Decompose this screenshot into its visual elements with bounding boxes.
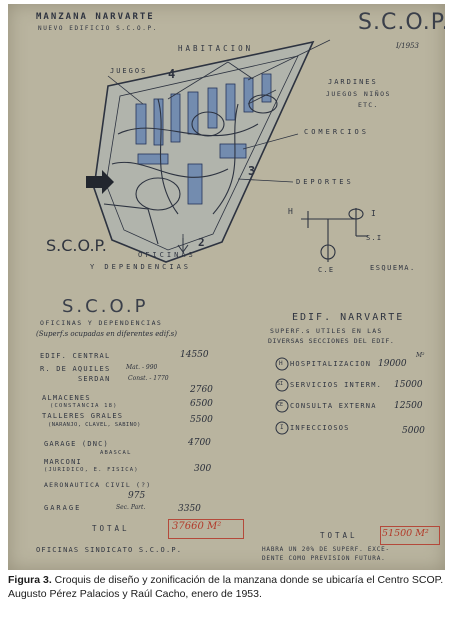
row-almacenes-value: 6500 (190, 399, 213, 409)
zone-4: 4 (168, 67, 177, 81)
mark-i: I (280, 424, 284, 431)
left-table-heading: S.C.O.P (62, 296, 149, 317)
row-garage-sec-sub: Sec. Part. (116, 504, 146, 511)
right-row-marks (275, 357, 289, 435)
row-garage-dnc-value: 4700 (188, 438, 211, 448)
sheet-subtitle: NUEVO EDIFICIO S.C.O.P. (38, 25, 158, 32)
right-total-value: 51500 M² (382, 528, 429, 539)
zone-3: 3 (248, 164, 257, 178)
label-comercios: COMERCIOS (304, 128, 369, 136)
row-infecciosos-value: 5000 (402, 426, 425, 436)
row-infecciosos: INFECCIOSOS (290, 424, 350, 432)
right-table-heading: EDIF. NARVARTE (292, 312, 405, 323)
right-total-box (380, 526, 440, 545)
stamp-date: I/1953 (396, 42, 419, 50)
row-aquiles-sub: Mat. - 990 (126, 364, 158, 371)
label-oficinas: OFICINAS (138, 251, 196, 259)
row-marconi-sub: (JURIDICO, E. FISICA) (44, 467, 139, 473)
mark-si: SI (277, 381, 284, 387)
label-etc: ETC. (358, 101, 379, 109)
esquema-i: I (371, 209, 378, 218)
right-table-subheading-1: SUPERF.s UTILES EN LAS (270, 327, 383, 335)
row-aeronautica: AERONAUTICA CIVIL (?) (44, 481, 152, 489)
row-edif-central-value: 14550 (180, 350, 209, 360)
row-almacenes: ALMACENES (42, 394, 91, 402)
sheet-title: MANZANA NARVARTE (36, 12, 155, 22)
label-jardines: JARDINES (328, 78, 378, 86)
zone-2: 2 (198, 236, 206, 249)
row-edif-central: EDIF. CENTRAL (40, 352, 111, 360)
row-aquiles: R. DE AQUILES (40, 365, 111, 373)
label-y-dependencias: Y DEPENDENCIAS (90, 263, 192, 271)
row-garage-dnc-sub: ABASCAL (100, 450, 132, 456)
caption-text: Croquis de diseño y zonificación de la m… (8, 574, 444, 600)
right-note-2: DENTE COMO PREVISION FUTURA. (262, 555, 386, 562)
figure-caption: Figura 3. Croquis de diseño y zonificaci… (8, 574, 445, 601)
row-marconi: MARCONI (44, 458, 82, 466)
sketch-sheet: MANZANA NARVARTE NUEVO EDIFICIO S.C.O.P.… (8, 4, 445, 570)
site-plan-sketch (86, 39, 368, 263)
entrance-arrow (86, 170, 114, 194)
label-habitacion: HABITACION (178, 44, 254, 53)
block-outline (93, 40, 315, 263)
label-scop-left: S.C.O.P. (46, 236, 107, 255)
row-hospitalizacion: HOSPITALIZACION (290, 360, 372, 368)
esquema-diagram (301, 208, 368, 262)
row-garage-dnc: GARAGE (DNC) (44, 440, 109, 448)
row-garage-sec-value: 3350 (178, 504, 201, 514)
row-talleres: TALLERES GRALES (42, 412, 124, 420)
row-servicios: SERVICIOS INTERM. (290, 381, 383, 389)
row-almacenes-sub: (CONSTANCIA 18) (50, 403, 118, 409)
esquema-label: ESQUEMA. (370, 264, 416, 272)
right-total-label: TOTAL (320, 531, 358, 540)
mark-h: H (279, 360, 283, 367)
row-marconi-value: 300 (194, 464, 212, 474)
row-serdan: SERDAN (78, 375, 111, 383)
left-total-label: TOTAL (92, 524, 130, 533)
left-total-box (168, 519, 244, 539)
esquema-si: S.I (366, 234, 383, 242)
row-consulta-value: 12500 (394, 401, 423, 411)
row-serdan-sub: Const. - 1770 (128, 375, 169, 382)
esquema-ce: C.E (318, 266, 335, 274)
right-note-1: HABRA UN 20% DE SUPERF. EXCE- (262, 546, 390, 553)
label-juegos-ninos: JUEGOS NIÑOS (326, 90, 391, 98)
row-talleres-value: 5500 (190, 415, 213, 425)
row-aeronautica-value: 975 (128, 491, 146, 501)
scop-stamp: S.C.O.P. (358, 10, 445, 35)
label-deportes: DEPORTES (296, 178, 354, 186)
esquema-h: H (288, 207, 295, 216)
unit-m2: M² (416, 352, 425, 359)
row-hospitalizacion-value: 19000 (378, 359, 407, 369)
left-table-note: (Superf.s ocupadas en diferentes edif.s) (36, 330, 178, 338)
right-table-subheading-2: DIVERSAS SECCIONES DEL EDIF. (268, 337, 395, 345)
row-consulta: CONSULTA EXTERNA (290, 402, 377, 410)
left-footnote: OFICINAS SINDICATO S.C.O.P. (36, 546, 183, 554)
left-total-value: 37660 M² (172, 521, 222, 532)
row-servicios-value: 15000 (394, 380, 423, 390)
row-talleres-sub: (NARANJO, CLAVEL, SABINO) (48, 422, 141, 428)
mark-ce: CE (277, 402, 284, 408)
row-aquiles-value: 2760 (190, 385, 213, 395)
caption-label: Figura 3. (8, 574, 52, 586)
row-garage-sec: GARAGE (44, 504, 82, 512)
left-table-subheading: OFICINAS Y DEPENDENCIAS (40, 319, 163, 327)
label-juegos: JUEGOS (110, 67, 148, 75)
